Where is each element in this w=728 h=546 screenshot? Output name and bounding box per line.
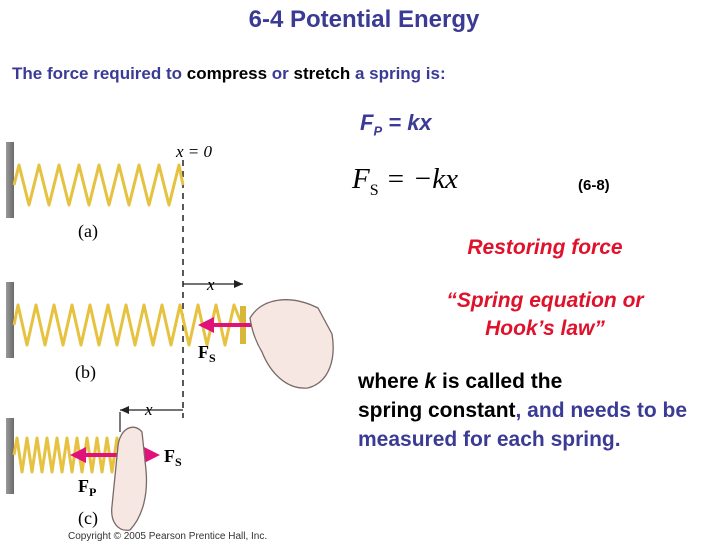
hand-b (249, 299, 334, 389)
intro-stretch: stretch (293, 64, 351, 83)
wall-b (6, 282, 14, 358)
where-spring-constant: spring constant (358, 399, 516, 422)
equation-fs-subscript: S (369, 181, 379, 199)
slide-title: 6-4 Potential Energy (248, 6, 480, 33)
spring-b (12, 303, 244, 347)
intro-part2: a spring is: (350, 64, 446, 83)
equation-fs-symbol: F (352, 163, 370, 195)
spring-a (12, 163, 185, 207)
label-b: (b) (75, 362, 96, 383)
equation-fp-rest: = kx (382, 110, 432, 135)
x-label-b: x (206, 275, 215, 294)
equation-fs-rest: = −kx (378, 163, 459, 195)
fs-label-c: FS (164, 446, 182, 469)
intro-or: or (267, 64, 294, 83)
hand-c (111, 426, 148, 531)
equation-number: (6-8) (578, 177, 610, 194)
where-p2: is called the (436, 370, 563, 393)
spring-equation-line2: Hook’s law” (485, 317, 605, 340)
equation-fp-symbol: F (360, 110, 374, 135)
equation-fp: FP = kx (360, 110, 432, 138)
force-arrow-fp-c-head (70, 447, 86, 463)
spring-c (12, 436, 122, 474)
force-arrow-fs-c-head (144, 447, 160, 463)
label-c: (c) (78, 508, 98, 529)
spring-figure: x = 0 (a) x FP FS (b) x FS FP (c) (6, 142, 334, 531)
equation-fs: FS = −kx (352, 163, 458, 200)
fs-label-b: FS (198, 342, 216, 365)
x-dimension-b-arrowhead (234, 280, 243, 288)
spring-equation-label: “Spring equation or Hook’s law” (395, 287, 695, 343)
restoring-force-label: Restoring force (467, 236, 623, 259)
spring-equation-line1: “Spring equation or (446, 289, 644, 312)
intro-text: The force required to compress or stretc… (12, 64, 446, 84)
where-p3: , and needs to be measured for each spri… (358, 399, 688, 451)
wall-a (6, 142, 14, 218)
label-a: (a) (78, 221, 98, 242)
equation-fp-subscript: P (373, 123, 383, 139)
spring-constant-text: where k is called the spring constant, an… (358, 367, 728, 454)
x-dimension-c-arrowhead (120, 406, 129, 414)
wall-c (6, 418, 14, 494)
intro-compress: compress (186, 64, 268, 83)
where-k: k (424, 370, 437, 393)
x-label-c: x (144, 400, 153, 419)
copyright-text: Copyright © 2005 Pearson Prentice Hall, … (68, 531, 268, 542)
force-arrow-fs-b-head (198, 317, 214, 333)
intro-part1: The force required to (12, 64, 187, 83)
fp-label-c: FP (78, 476, 96, 499)
x-zero-label: x = 0 (175, 142, 213, 161)
where-p1: where (358, 370, 425, 393)
